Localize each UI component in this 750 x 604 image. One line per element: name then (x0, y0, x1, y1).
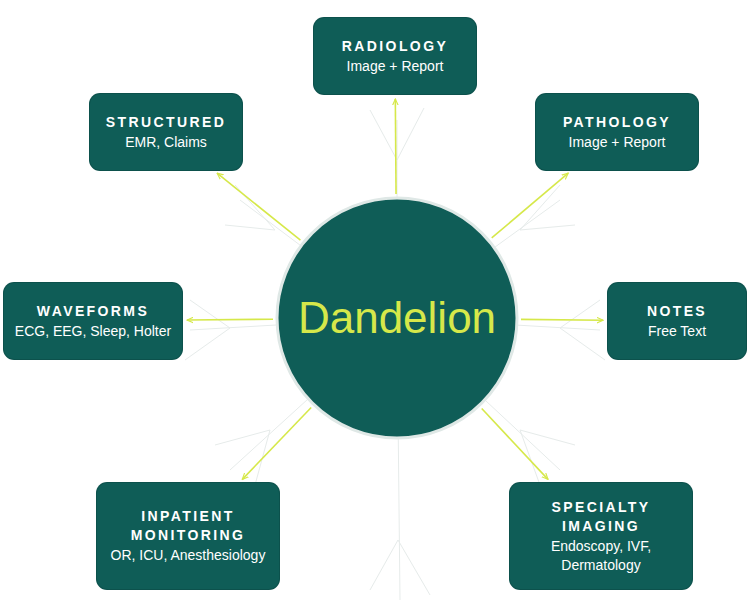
category-box: SPECIALTY IMAGINGEndoscopy, IVF, Dermato… (510, 483, 692, 589)
category-title: RADIOLOGY (342, 37, 448, 56)
hub-circle: Dandelion (274, 195, 520, 441)
category-detail: ECG, EEG, Sleep, Holter (15, 322, 171, 341)
category-title: INPATIENT MONITORING (107, 507, 269, 545)
category-box: RADIOLOGYImage + Report (314, 18, 476, 94)
connector-arrow (395, 99, 397, 194)
category-box: NOTESFree Text (608, 283, 746, 359)
category-box: WAVEFORMSECG, EEG, Sleep, Holter (4, 283, 182, 359)
category-title: STRUCTURED (106, 113, 226, 132)
category-box: INPATIENT MONITORINGOR, ICU, Anesthesiol… (97, 483, 279, 589)
connector-arrow (482, 409, 548, 480)
category-detail: Endoscopy, IVF, Dermatology (520, 537, 682, 575)
category-title: SPECIALTY IMAGING (520, 498, 682, 536)
connector-arrow (242, 408, 311, 480)
category-title: NOTES (647, 302, 707, 321)
category-detail: OR, ICU, Anesthesiology (111, 546, 266, 565)
hub-title: Dandelion (298, 293, 496, 343)
category-title: WAVEFORMS (37, 302, 149, 321)
connector-arrow (187, 318, 273, 320)
category-detail: EMR, Claims (125, 133, 207, 152)
connector-arrow (492, 173, 569, 238)
category-box: PATHOLOGYImage + Report (536, 94, 698, 170)
category-title: PATHOLOGY (563, 113, 671, 132)
category-detail: Image + Report (569, 133, 666, 152)
connector-arrow (521, 319, 603, 321)
category-box: STRUCTUREDEMR, Claims (90, 94, 242, 170)
category-detail: Image + Report (347, 57, 444, 76)
connector-arrow (217, 173, 300, 240)
category-detail: Free Text (648, 322, 706, 341)
